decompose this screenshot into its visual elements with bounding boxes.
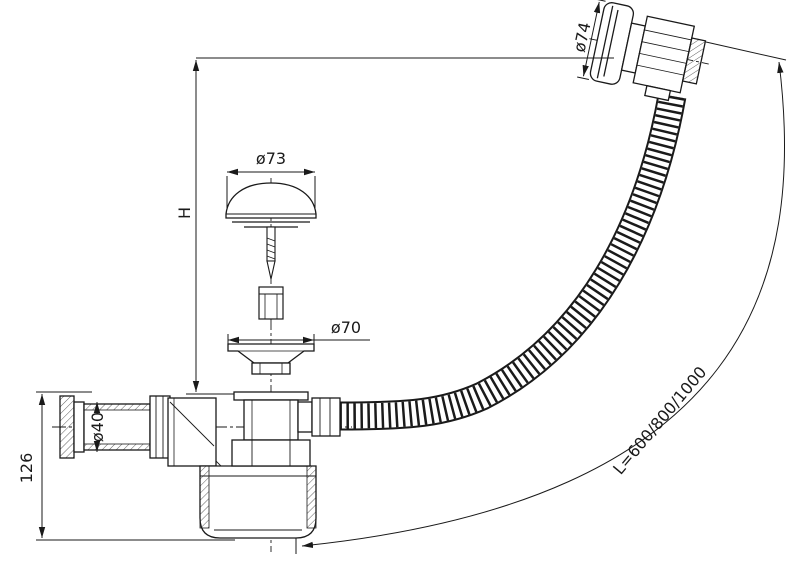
label-overflow-diameter: ø74: [570, 20, 595, 53]
drain-cylinder: [258, 286, 284, 320]
elbow: [167, 397, 217, 467]
label-installation-height: H: [175, 207, 194, 219]
height-dimension: H: [175, 57, 614, 395]
drain-cap: [225, 182, 317, 228]
flange-diameter-dimension: ø70: [227, 318, 370, 344]
label-pipe-diameter: ø40: [88, 412, 107, 442]
overflow-unit: ø74: [570, 0, 709, 102]
drain-screw: [266, 226, 276, 280]
drain-flange: [227, 343, 315, 375]
trap-height-dimension: 126: [17, 391, 235, 541]
label-cap-diameter: ø73: [256, 149, 286, 168]
flexible-hose: [339, 93, 687, 431]
tee-body: [231, 391, 313, 467]
label-trap-height: 126: [17, 453, 36, 484]
label-hose-length: L=600/800/1000: [609, 363, 710, 479]
pipe-diameter-dimension: ø40: [88, 402, 107, 452]
cap-diameter-dimension: ø73: [226, 149, 316, 208]
label-flange-diameter: ø70: [331, 318, 361, 337]
trap-cup: [199, 465, 317, 539]
inlet-pipe: [59, 395, 171, 459]
hose-nut: [311, 397, 341, 437]
hose-length-dimension: L=600/800/1000: [295, 41, 787, 554]
